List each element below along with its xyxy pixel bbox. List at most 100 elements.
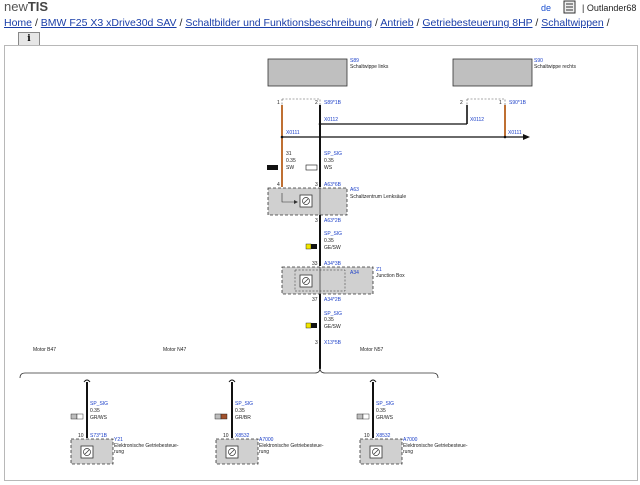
a7000-desc: rung [259,449,269,455]
diagram-panel: S89 Schaltwippe links S90 Schaltwippe re… [4,45,638,481]
splice-dot [280,135,284,139]
variant-brace [19,367,439,379]
connector-label: X0112 [470,117,484,123]
wire-color-swatch-grey [356,413,364,420]
branch-n47: SP_SIG 0.35 GR/BR 10 X8532 A7000 Elektro… [214,379,324,465]
info-button[interactable]: i [18,32,40,46]
wire-color-swatch-white [76,413,84,420]
wire-signal: SP_SIG [324,151,342,157]
wire-color: GR/WS [376,415,394,421]
wire-break-mark [228,379,236,383]
a7000-desc: rung [403,449,413,455]
wire-color-swatch-grey [214,413,222,420]
branch-n57: SP_SIG 0.35 GR/WS 10 X8532 A7000 Elektro… [356,379,468,465]
connector-label: S73*1B [90,433,108,439]
s90-desc: Schaltwippe rechts [534,64,576,70]
wire-color-swatch-black [311,323,317,328]
wire-size: 0.35 [286,158,296,164]
pin-label: 3 [315,182,318,188]
wire-color: GE/SW [324,324,341,330]
a63-internal-link [281,193,294,203]
wire-color-swatch-white [362,413,370,420]
wire-color: GR/WS [90,415,108,421]
splice-dot [318,122,322,126]
connector-label: X13*5B [324,340,342,346]
breadcrumb-sep: / [416,17,420,29]
arrow-right-icon [294,200,298,204]
a7000-desc: Elektronische Getriebesteue- [403,443,468,449]
connector-label: X8532 [235,433,250,439]
wire-color: WS [324,165,333,171]
breadcrumb-wiring[interactable]: Schaltbilder und Funktionsbeschreibung [185,17,373,29]
wire-break-mark [83,379,91,383]
database-icon[interactable] [563,0,576,14]
breadcrumb-sep: / [375,17,378,29]
connector-label: S89*1B [324,100,342,106]
wire-break-mark [369,379,377,383]
wire-color: SW [286,165,294,171]
wire-size: 0.35 [376,408,386,414]
a7000-id: A7000 [403,437,418,443]
pin-label: 4 [277,182,280,188]
connector-label: X0111 [286,130,300,136]
breadcrumb-vehicle[interactable]: BMW F25 X3 xDrive30d SAV [40,17,177,29]
s89-internal-link [281,98,321,105]
breadcrumb-paddles[interactable]: Schaltwippen [541,17,604,29]
connector-label: A63*6B [324,182,342,188]
z1-junction-box[interactable] [281,266,374,295]
connector-label: X8532 [376,433,391,439]
connector-label: A34*3B [324,261,342,267]
pin-label: 1 [499,100,502,106]
s90-id: S90 [534,58,543,64]
connector-label: A63*2B [324,218,342,224]
variant-n57: Motor N57 [360,347,384,353]
wire-color-swatch-yellow [305,322,312,329]
s89-desc: Schaltwippe links [350,64,389,70]
wire-signal: SP_SIG [90,401,108,407]
user-name: | Outlander68 [582,3,637,13]
pin-label: 2 [460,100,463,106]
pin-label: 10 [223,433,229,439]
pin-label: 3 [315,340,318,346]
wire-size: 0.35 [90,408,100,414]
s90-switch-box[interactable] [452,58,533,87]
arrow-right-icon [523,134,530,140]
wire-signal: SP_SIG [324,231,342,237]
breadcrumb-drivetrain[interactable]: Antrieb [380,17,414,29]
app-logo: newTIS [4,0,49,14]
wiring-diagram: S89 Schaltwippe links S90 Schaltwippe re… [19,58,576,465]
connector-label: X0111 [508,130,522,136]
z1-tag: A34 [350,270,359,276]
connector-label: S90*1B [509,100,527,106]
breadcrumb-home[interactable]: Home [4,17,33,29]
z1-id: Z1 [376,267,382,273]
wire-signal: SP_SIG [235,401,253,407]
pin-label: 10 [364,433,370,439]
s90-internal-link [466,98,506,105]
wire-color-swatch-white [305,164,318,171]
splice-dot [503,135,507,139]
wire-signal: 31 [286,151,292,157]
wire-size: 0.35 [235,408,245,414]
language-link[interactable]: de [541,3,552,13]
s89-id: S89 [350,58,359,64]
wire-color-swatch-black [267,165,278,170]
pin-label: 2 [315,100,318,106]
breadcrumb-sep: / [535,17,539,29]
top-bar: newTIS de | Outlander68 [0,0,640,16]
y21-desc: rung [114,449,124,455]
ecu-icon [80,445,94,459]
connector-label: X0112 [324,117,338,123]
pin-label: 33 [312,261,318,267]
breadcrumb-sep: / [34,17,38,29]
breadcrumb-transmission[interactable]: Getriebesteuerung 8HP [422,17,533,29]
wire-signal: SP_SIG [324,311,342,317]
wire-color: GR/BR [235,415,251,421]
y21-id: Y21 [114,437,123,443]
a63-id: A63 [350,187,359,193]
ecu-icon [299,274,313,288]
pin-label: 1 [277,100,280,106]
wire-size: 0.35 [324,317,334,323]
s89-switch-box[interactable] [267,58,348,87]
z1-desc: Junction Box [376,273,405,279]
